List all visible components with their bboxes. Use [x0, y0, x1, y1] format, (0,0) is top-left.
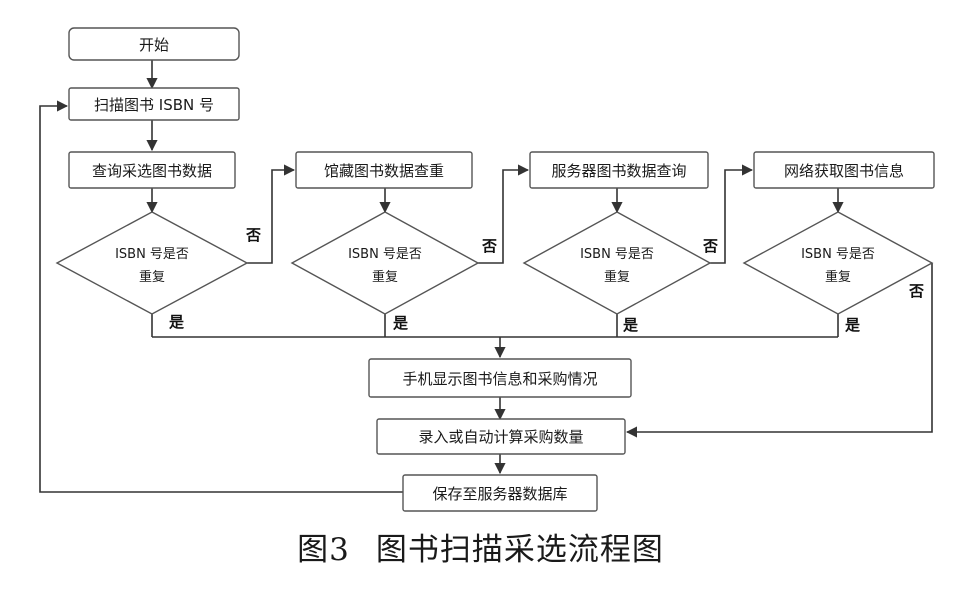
decision-3: ISBN 号是否 重复 [522, 211, 712, 315]
scan-isbn-node: 扫描图书 ISBN 号 [68, 87, 240, 121]
phone-display-label: 手机显示图书信息和采购情况 [402, 370, 597, 388]
decision-3-no-label: 否 [702, 237, 718, 255]
arrow-decision4-no [625, 263, 933, 438]
decision-2-line1: ISBN 号是否 [348, 247, 422, 262]
server-query-node: 服务器图书数据查询 [529, 151, 709, 189]
decision-2-no-label: 否 [481, 237, 497, 255]
decision-4: ISBN 号是否 重复 [742, 211, 934, 315]
decision-4-line2: 重复 [825, 269, 851, 285]
figure-title: 图书扫描采选流程图 [375, 532, 664, 568]
decision-1: ISBN 号是否 重复 [55, 211, 249, 315]
save-server-node: 保存至服务器数据库 [402, 474, 598, 512]
arrow-loop-back-to-scan [39, 100, 403, 493]
decision-3-line2: 重复 [604, 269, 630, 285]
start-node: 开始 [68, 27, 240, 61]
decision-4-no-label: 否 [908, 282, 924, 300]
decision-2-line2: 重复 [372, 269, 398, 285]
arrow-decision1-no [247, 164, 296, 264]
server-query-label: 服务器图书数据查询 [551, 162, 686, 180]
scan-isbn-label: 扫描图书 ISBN 号 [94, 96, 214, 114]
decision-4-line1: ISBN 号是否 [801, 247, 875, 262]
connectors [39, 60, 933, 493]
decision-4-yes-label: 是 [844, 316, 861, 334]
collection-check-label: 馆藏图书数据查重 [324, 162, 444, 180]
save-server-label: 保存至服务器数据库 [432, 485, 567, 503]
branch-labels: 否 否 否 否 是 是 是 是 [168, 226, 924, 334]
query-selection-node: 查询采选图书数据 [68, 151, 236, 189]
start-label: 开始 [139, 36, 169, 54]
figure-number: 图3 [297, 532, 350, 568]
enter-quantity-label: 录入或自动计算采购数量 [418, 428, 583, 446]
network-fetch-label: 网络获取图书信息 [784, 162, 904, 180]
collection-check-node: 馆藏图书数据查重 [295, 151, 473, 189]
phone-display-node: 手机显示图书信息和采购情况 [368, 358, 632, 398]
decision-1-yes-label: 是 [168, 313, 185, 331]
network-fetch-node: 网络获取图书信息 [753, 151, 935, 189]
flowchart: 开始 扫描图书 ISBN 号 查询采选图书数据 馆藏图书数据查重 服务器图书数据… [39, 27, 935, 512]
arrow-decision2-no [478, 164, 530, 264]
decision-1-line2: 重复 [139, 269, 165, 285]
decision-3-yes-label: 是 [622, 316, 639, 334]
query-selection-label: 查询采选图书数据 [92, 162, 212, 180]
decision-3-line1: ISBN 号是否 [580, 247, 654, 262]
decision-2-yes-label: 是 [392, 314, 409, 332]
enter-quantity-node: 录入或自动计算采购数量 [376, 418, 626, 455]
figure-caption: 图3 图书扫描采选流程图 [0, 524, 961, 569]
decision-1-line1: ISBN 号是否 [115, 247, 189, 262]
arrow-decision3-no [710, 164, 754, 264]
decision-1-no-label: 否 [245, 226, 261, 244]
decision-2: ISBN 号是否 重复 [290, 211, 480, 315]
